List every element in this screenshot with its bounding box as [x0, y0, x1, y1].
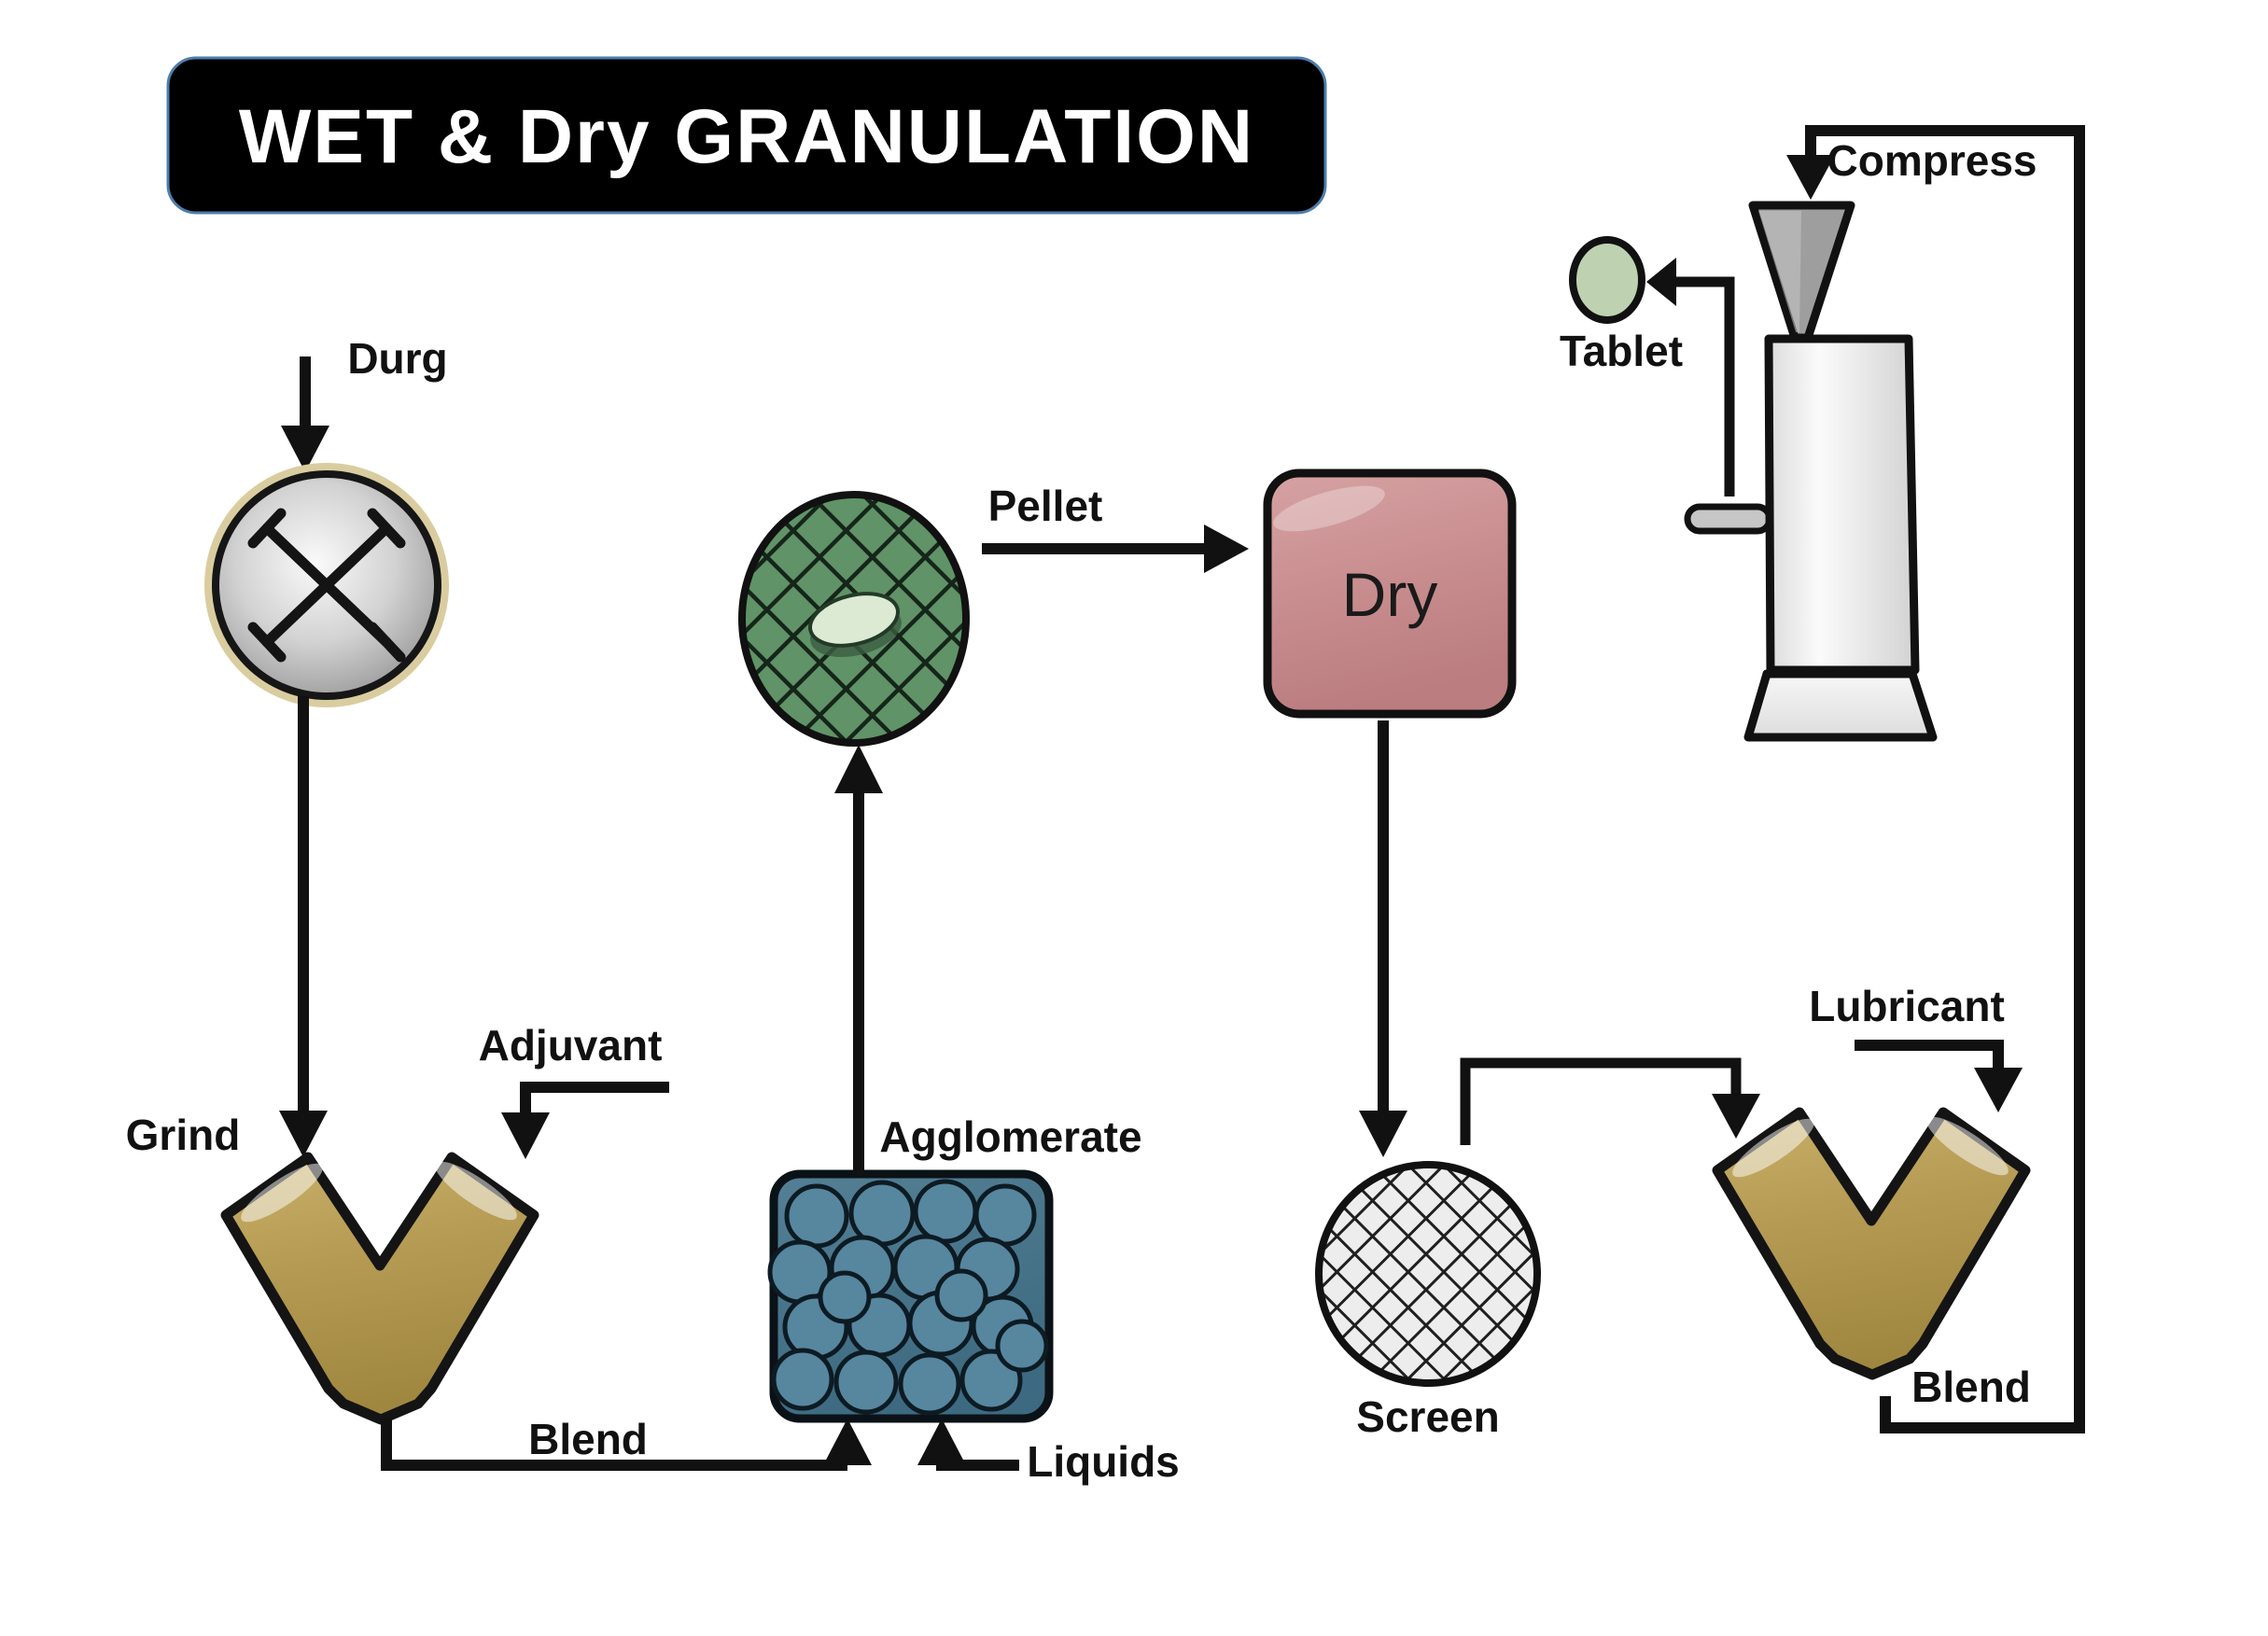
v-blender-right-body — [1712, 1107, 2031, 1380]
grind-arrowhead-icon — [279, 1111, 328, 1157]
pellet-core — [808, 592, 900, 648]
lubricant-feed: Lubricant — [1809, 982, 2023, 1112]
pellet-label: Pellet — [988, 482, 1103, 530]
screen-mesh-icon — [1315, 1161, 1541, 1387]
dry-step: Dry — [1263, 468, 1517, 1157]
screen-to-blender-line — [1460, 1057, 1742, 1145]
dry-to-screen-arrowhead-icon — [1359, 1111, 1407, 1157]
pellet-arrowhead-icon — [1204, 524, 1249, 573]
lubricant-arrow-line — [1855, 1040, 2004, 1070]
agglomerate-step: Agglomerate — [767, 1112, 1142, 1423]
v-blender-left-highlight — [241, 1163, 323, 1223]
blend-wet-label: Blend — [528, 1415, 648, 1463]
agglomerate-label: Agglomerate — [879, 1112, 1141, 1161]
drug-arrowhead-icon — [281, 426, 329, 472]
title-banner-box — [166, 56, 1327, 215]
tablet-output: Tablet — [1560, 236, 1735, 496]
v-blender-left-body — [220, 1152, 539, 1425]
mesh-pellet-icon — [738, 491, 970, 747]
screen-step: Screen — [1315, 1057, 1760, 1441]
v-blender-right-highlight — [1732, 1118, 1814, 1178]
blend-wet-line — [381, 1419, 847, 1471]
page-title: WET & Dry GRANULATION — [239, 94, 1254, 179]
compress-arrowhead-icon — [1786, 155, 1835, 200]
press-base — [1743, 669, 1938, 742]
press-spout — [1684, 503, 1773, 535]
dry-label: Dry — [1342, 560, 1438, 629]
tablet-pill-icon — [1569, 236, 1645, 324]
pellet-to-dry: Pellet — [982, 482, 1249, 573]
liquids-arrowhead-icon — [917, 1419, 966, 1465]
agglomerate-to-pellet-arrowhead-icon — [834, 745, 883, 793]
lubricant-label: Lubricant — [1809, 982, 2005, 1030]
tablet-press-icon — [1684, 201, 1938, 742]
adjuvant-arrowhead-icon — [501, 1112, 550, 1159]
mixer-circle-icon — [204, 463, 449, 707]
adjuvant-arrow-line — [520, 1082, 669, 1114]
press-body — [1764, 334, 1920, 675]
blend-wet-step: Blend — [381, 1415, 872, 1471]
lubricant-arrowhead-icon — [1974, 1068, 2023, 1112]
title-banner: WET & Dry GRANULATION — [166, 56, 1327, 215]
blend-dry-label: Blend — [1911, 1363, 2031, 1411]
adjuvant-label: Adjuvant — [479, 1021, 663, 1070]
screen-to-blender-arrowhead-icon — [1712, 1094, 1760, 1139]
dry-pad-highlight — [1273, 485, 1385, 532]
drug-label: Durg — [347, 334, 447, 383]
screen-label: Screen — [1356, 1392, 1499, 1441]
v-blender-right-highlight — [1926, 1116, 2009, 1176]
dry-pad-icon — [1263, 468, 1517, 719]
tablet-arrowhead-icon — [1646, 258, 1676, 306]
liquids-feed: Liquids — [917, 1419, 1180, 1486]
grind-label: Grind — [126, 1111, 241, 1159]
tablet-label: Tablet — [1560, 327, 1683, 375]
particle-circles — [767, 1179, 1049, 1416]
blend-wet-arrowhead-icon — [823, 1419, 872, 1465]
mixer-cross-icon — [247, 508, 406, 663]
tablet-line — [1674, 276, 1735, 496]
grind-step: Grind — [126, 696, 328, 1159]
liquids-label: Liquids — [1027, 1437, 1180, 1486]
press-hopper-highlight — [1758, 211, 1801, 332]
compress-label: Compress — [1827, 136, 2037, 185]
v-blender-left-highlight — [435, 1161, 517, 1221]
recycle-line — [1805, 125, 2085, 1433]
v-blender-left-icon — [220, 1152, 539, 1425]
drug-feed: Durg — [281, 334, 448, 472]
adjuvant-feed: Adjuvant — [479, 1021, 669, 1159]
v-blender-right-icon — [1712, 1107, 2031, 1380]
blend-dry-to-compress: Blend Compress — [1786, 125, 2085, 1433]
agglomerate-to-pellet — [834, 745, 883, 1174]
